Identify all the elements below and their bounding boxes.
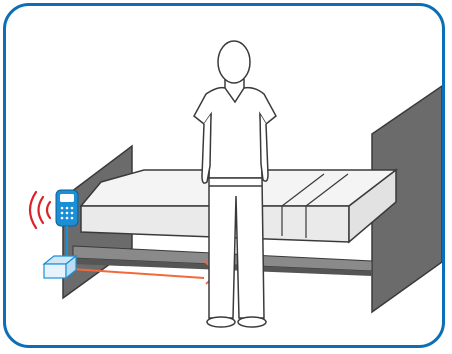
wifi-signal-icon [30, 192, 50, 228]
person-right-foot [238, 317, 266, 327]
person-pants [209, 178, 264, 318]
bed-exit-alarm-illustration [6, 6, 445, 348]
person-left-foot [207, 317, 235, 327]
person-head [218, 41, 250, 83]
illustration-frame [3, 3, 445, 348]
pager-icon [56, 190, 78, 226]
